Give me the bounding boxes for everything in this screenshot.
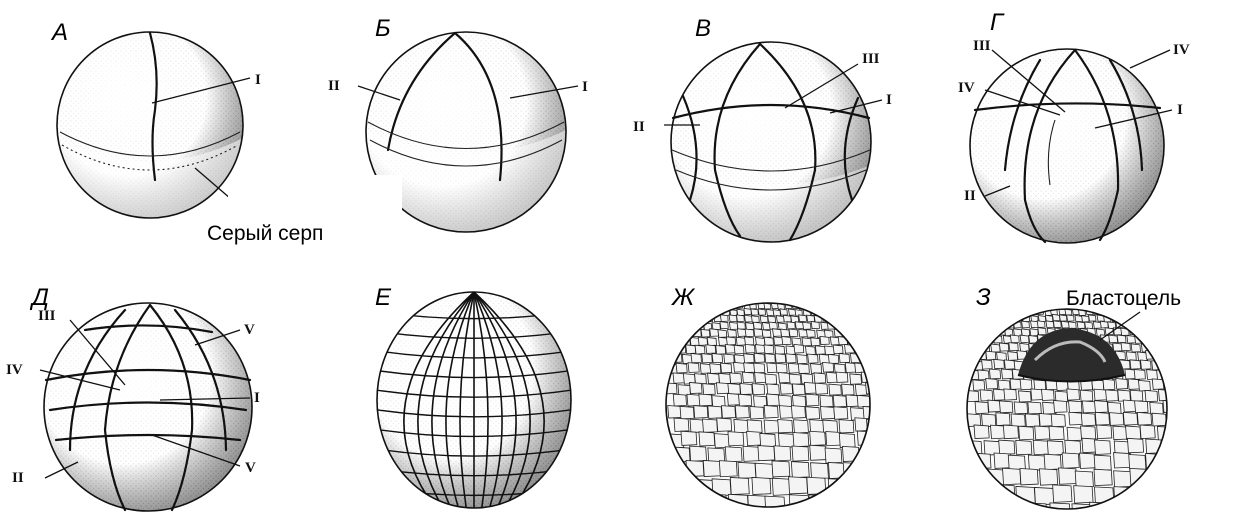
panel-letter: Г: [990, 9, 1005, 36]
furrow-label: II: [12, 470, 24, 486]
panel-d: Д III V IV I II V: [6, 284, 260, 511]
panel-g: Г III IV IV I II: [958, 9, 1190, 243]
panel-letter: Е: [375, 284, 392, 311]
furrow-label: III: [973, 38, 991, 54]
furrow-label: I: [255, 72, 261, 88]
furrow-label: I: [886, 92, 892, 108]
embryo-sphere: [57, 32, 243, 225]
furrow-label: I: [254, 390, 260, 406]
panel-zh: Ж: [664, 284, 887, 514]
panel-letter: А: [50, 19, 68, 46]
panel-letter: Б: [375, 15, 391, 42]
panel-letter: З: [976, 284, 991, 311]
embryo-sphere: [671, 42, 871, 245]
embryo-sphere: [966, 308, 1181, 515]
furrow-label: II: [964, 188, 976, 204]
panel-letter: В: [695, 15, 711, 42]
panel-b: Б II I: [328, 15, 588, 255]
embryo-sphere: [664, 302, 887, 514]
furrow-label: I: [582, 79, 588, 95]
panel-letter: Ж: [671, 284, 696, 311]
panel-z: З Бластоцель: [966, 284, 1181, 515]
furrow-label: V: [244, 322, 255, 338]
panel-letter: Д: [29, 284, 49, 311]
blastocoel-label: Бластоцель: [1066, 287, 1181, 310]
panel-e: Е: [375, 284, 571, 508]
furrow-label: IV: [1173, 42, 1190, 58]
furrow-label: IV: [958, 80, 975, 96]
furrow-label: II: [633, 119, 645, 135]
furrow-label: III: [862, 51, 880, 67]
embryo-sphere: [970, 49, 1164, 243]
label-mask: [330, 175, 402, 255]
furrow-label: V: [245, 460, 256, 476]
gray-crescent-label: Серый серп: [207, 222, 323, 245]
panel-v: В III II I: [633, 15, 892, 245]
furrow-label: I: [1177, 102, 1183, 118]
furrow-label: IV: [6, 362, 23, 378]
embryo-sphere: [377, 292, 571, 508]
furrow-label: II: [328, 78, 340, 94]
furrow-label: III: [38, 308, 56, 324]
